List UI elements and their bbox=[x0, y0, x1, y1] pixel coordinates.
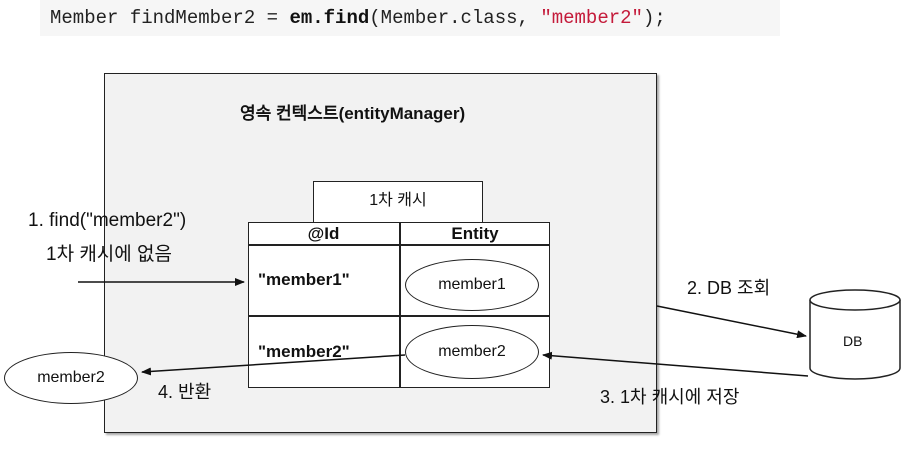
step2-label: 2. DB 조회 bbox=[687, 278, 771, 298]
code-snippet: Member findMember2 = em.find(Member.clas… bbox=[40, 0, 780, 36]
entity-member1-label: member1 bbox=[438, 276, 506, 293]
code-suffix: ); bbox=[642, 7, 666, 29]
step4-label: 4. 반환 bbox=[158, 382, 212, 402]
cache-key-member1: "member1" bbox=[258, 270, 350, 289]
step1-label-line1: 1. find("member2") bbox=[28, 210, 187, 231]
returned-member2-ellipse: member2 bbox=[4, 352, 138, 404]
step1-label-line2: 1차 캐시에 없음 bbox=[46, 244, 173, 265]
code-string-arg: "member2" bbox=[540, 7, 643, 29]
cache-column-divider bbox=[399, 222, 401, 388]
code-args: (Member.class, bbox=[369, 7, 541, 29]
cache-row-divider bbox=[248, 315, 550, 317]
entity-member2-ellipse: member2 bbox=[405, 325, 539, 379]
entity-member1-ellipse: member1 bbox=[405, 259, 539, 311]
entity-member2-label: member2 bbox=[438, 343, 506, 360]
db-label: DB bbox=[843, 333, 863, 349]
db-cylinder-icon bbox=[809, 289, 901, 380]
step4-arrow bbox=[141, 354, 406, 376]
code-keyword: em.find bbox=[289, 7, 370, 29]
code-prefix: Member findMember2 = bbox=[50, 7, 290, 29]
cache-header-id: @Id bbox=[307, 224, 340, 243]
cache-header-entity: Entity bbox=[451, 224, 499, 243]
cache-header-divider bbox=[248, 244, 550, 246]
step2-arrow bbox=[656, 305, 807, 339]
returned-member2-label: member2 bbox=[37, 369, 105, 386]
step3-label: 3. 1차 캐시에 저장 bbox=[600, 387, 740, 407]
cache-key-member2: "member2" bbox=[258, 342, 350, 361]
persistence-context-title: 영속 컨텍스트(entityManager) bbox=[240, 104, 466, 123]
step3-arrow bbox=[542, 351, 809, 377]
